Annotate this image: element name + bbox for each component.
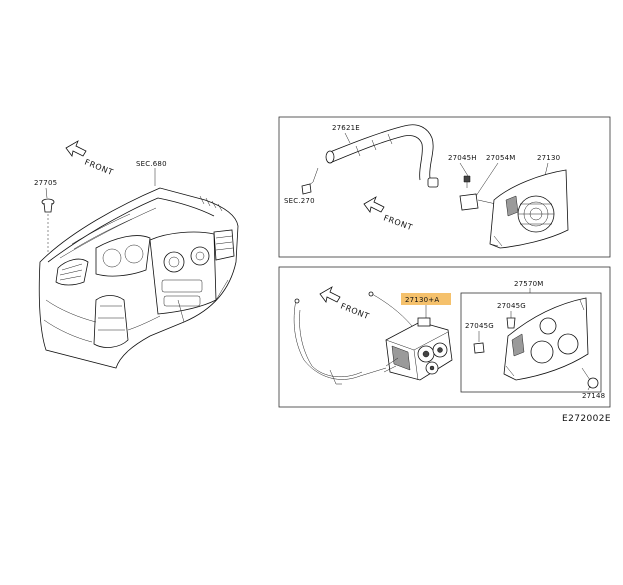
label-sec-270: SEC.270: [284, 197, 315, 205]
front-label-top: FRONT: [382, 213, 414, 232]
detail-box-bottom: [278, 266, 611, 408]
label-27045g-1: 27045G: [497, 302, 526, 310]
highlight-27130-a: [401, 293, 451, 305]
label-27148: 27148: [582, 392, 605, 400]
diagram-code: E272002E: [562, 414, 611, 424]
label-27045h: 27045H: [448, 154, 477, 162]
label-27621e: 27621E: [332, 124, 360, 132]
label-27130-a: 27130+A: [405, 296, 439, 304]
front-label-bottom: FRONT: [339, 302, 370, 322]
label-27570m: 27570M: [514, 280, 544, 288]
control-assembly: FRONT 27130+A 27570M 27045G 27045G: [293, 280, 605, 400]
label-sec-680: SEC.680: [136, 160, 167, 168]
front-label-left: FRONT: [83, 158, 114, 178]
front-arrow-bottom: [319, 286, 341, 303]
label-27705: 27705: [34, 179, 57, 187]
front-arrow-top: [363, 196, 385, 213]
inner-detail-box: [460, 292, 602, 393]
detail-box-top: [278, 116, 611, 258]
clip-27705: [41, 198, 55, 255]
dashboard-illustration: FRONT SEC.680 27705: [34, 140, 239, 369]
label-27054m: 27054M: [486, 154, 516, 162]
bulb-27148: [587, 377, 599, 391]
label-27045g-2: 27045G: [465, 322, 494, 330]
front-arrow-left: [65, 140, 87, 157]
duct-assembly: 27621E SEC.270 FRONT 27045H 27054M 27130: [284, 124, 569, 249]
label-27130-top: 27130: [537, 154, 560, 162]
